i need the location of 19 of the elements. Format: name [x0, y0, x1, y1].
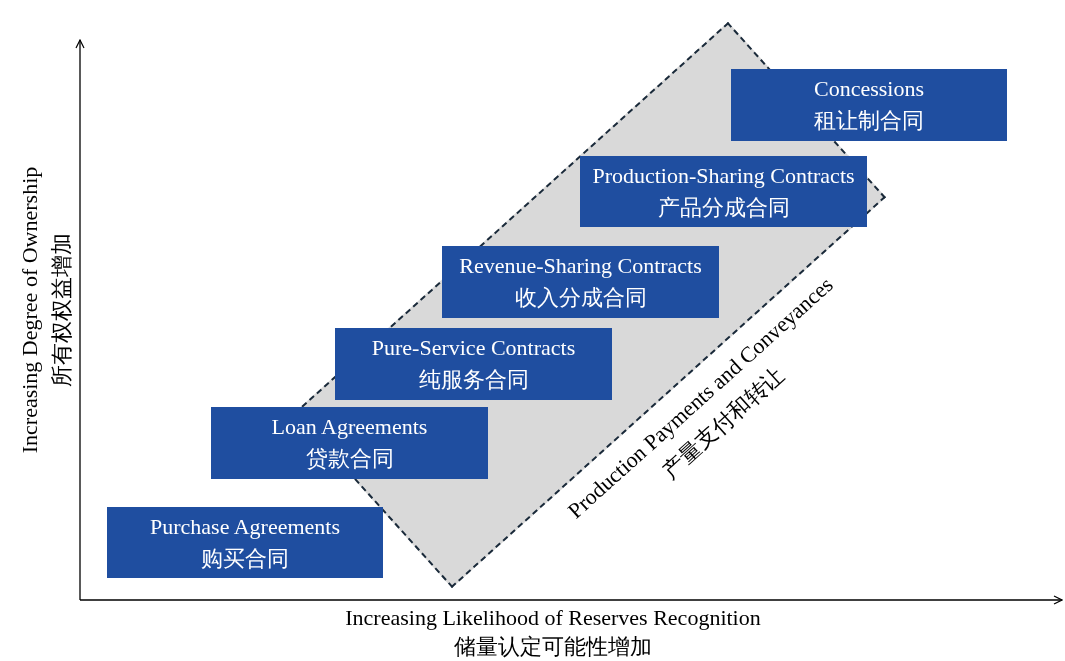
box-label: 收入分成合同	[514, 284, 647, 312]
box-label: Concessions	[814, 75, 924, 103]
axis-title: Increasing Likelihood of Reserves Recognition	[345, 604, 761, 632]
box-label: 购买合同	[201, 544, 289, 573]
box-label: Purchase Agreements	[150, 512, 340, 541]
contract-box	[731, 69, 1007, 141]
box-label: 贷款合同	[305, 445, 394, 473]
box-label: Production-Sharing Contracts	[592, 161, 855, 190]
axis-title: 所有权权益增加	[48, 233, 75, 387]
box-label: Pure-Service Contracts	[371, 334, 576, 362]
box-label: 纯服务合同	[418, 366, 529, 394]
box-label: 产品分成合同	[657, 193, 790, 222]
axis-title: Increasing Degree of Ownership	[16, 166, 43, 454]
box-label: Revenue-Sharing Contracts	[459, 252, 702, 280]
box-label: 租让制合同	[814, 107, 924, 135]
contract-box	[211, 407, 488, 479]
axis-title: 储量认定可能性增加	[454, 633, 652, 661]
box-label: Loan Agreements	[271, 413, 428, 441]
contract-box	[107, 507, 383, 578]
